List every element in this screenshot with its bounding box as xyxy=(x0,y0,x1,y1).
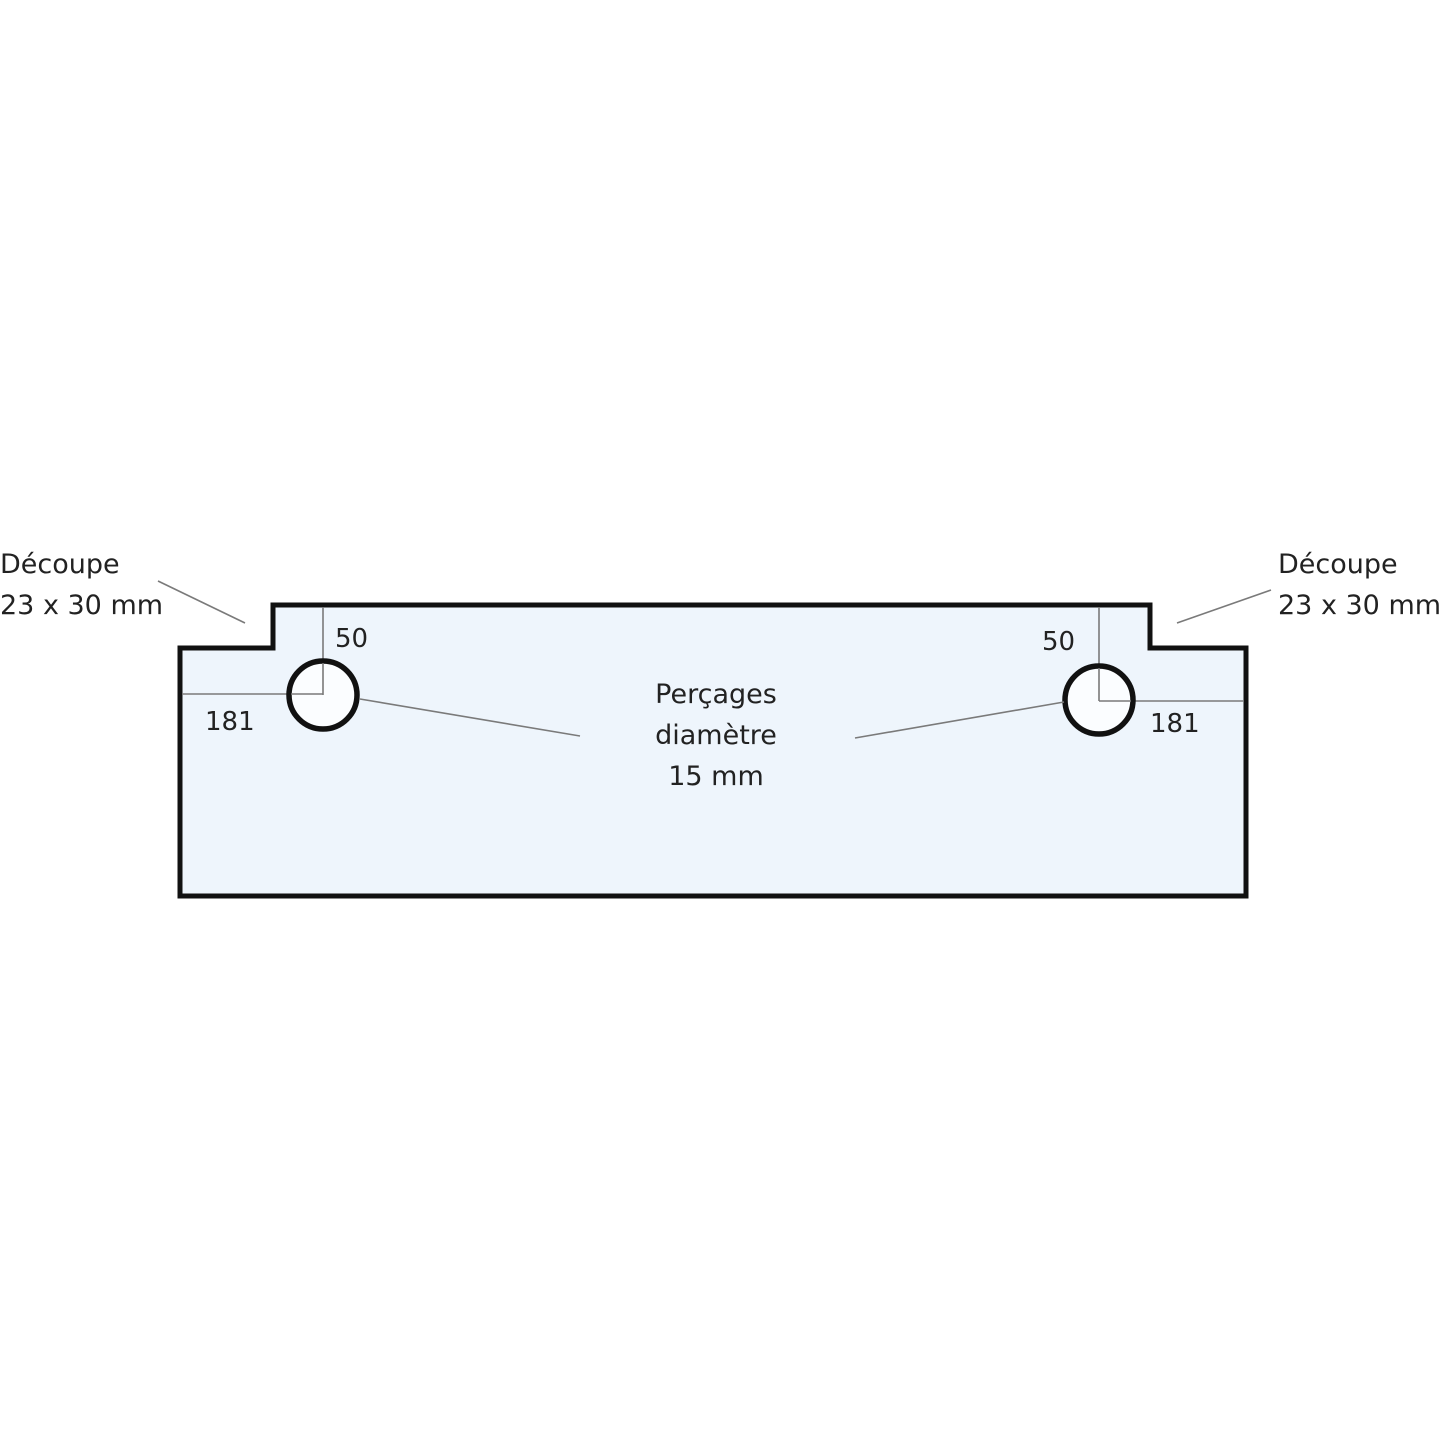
holes-label-line3: 15 mm xyxy=(668,761,764,792)
right-cutout-leader xyxy=(1176,589,1272,624)
left-hole-vertical-dimension: 50 xyxy=(335,624,368,654)
right-cutout-label-line2: 23 x 30 mm xyxy=(1278,590,1441,621)
right-cutout-label-line1: Découpe xyxy=(1278,549,1398,580)
holes-leader-right xyxy=(854,701,1065,739)
left-cutout-label-line2: 23 x 30 mm xyxy=(0,590,163,621)
holes-label-line2: diamètre xyxy=(655,720,777,751)
right-hole-horizontal-dimension: 181 xyxy=(1150,709,1200,739)
left-hole-horizontal-dimension: 181 xyxy=(205,707,255,737)
left-cutout-label-line1: Découpe xyxy=(0,549,120,580)
right-hole-vertical-dimension: 50 xyxy=(1042,627,1075,657)
holes-label-line1: Perçages xyxy=(655,679,777,710)
glass-panel-outline xyxy=(177,602,1249,899)
left-cutout-leader xyxy=(157,580,246,624)
holes-leader-left xyxy=(359,698,581,737)
